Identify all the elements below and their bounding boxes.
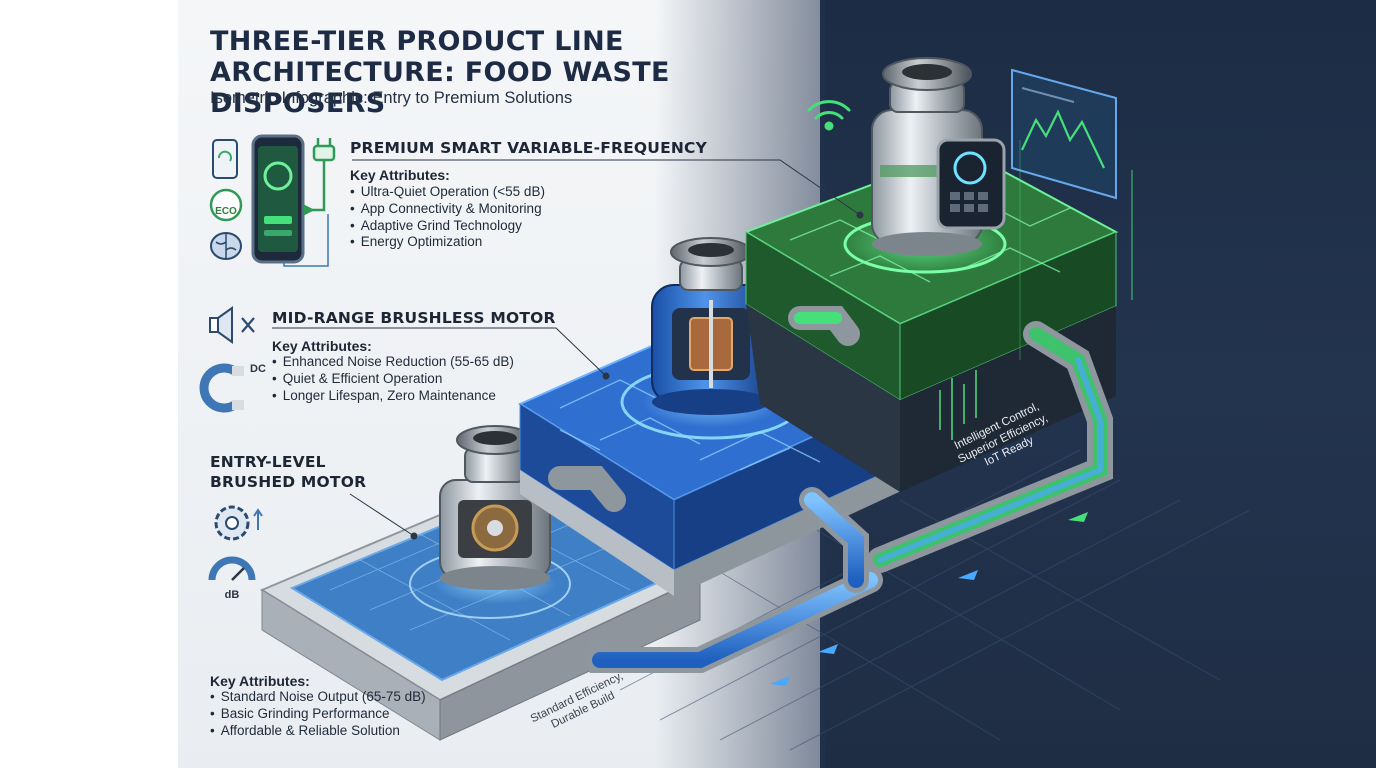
page-subtitle: Isometric Infographic: Entry to Premium …	[210, 89, 573, 107]
speaker-mute-icon	[209, 306, 255, 344]
eco-label: ECO	[215, 206, 237, 217]
premium-attribute: Energy Optimization	[350, 234, 545, 251]
premium-disposer-unit	[871, 57, 1006, 256]
mid-disposer-unit	[651, 237, 771, 415]
gauge-icon: dB	[208, 556, 256, 601]
dc-label: DC	[250, 363, 266, 375]
mid-attributes-list: Enhanced Noise Reduction (55-65 dB) Quie…	[272, 354, 514, 404]
power-plug-icon	[283, 138, 336, 267]
smartphone-recycle-icon	[212, 139, 238, 179]
premium-attribute: Ultra-Quiet Operation (<55 dB)	[350, 184, 545, 201]
mid-attribute: Enhanced Noise Reduction (55-65 dB)	[272, 354, 514, 371]
flow-arrows	[770, 512, 1088, 686]
gauge-label: dB	[225, 589, 240, 601]
wifi-signal-icon	[807, 100, 851, 131]
premium-attributes-heading: Key Attributes:	[350, 167, 450, 183]
premium-attributes-list: Ultra-Quiet Operation (<55 dB) App Conne…	[350, 184, 545, 251]
leader-lines	[272, 159, 864, 540]
gear-icon	[214, 505, 263, 541]
analytics-monitor	[1011, 68, 1117, 200]
mid-attribute: Quiet & Efficient Operation	[272, 371, 514, 388]
smart-control-panel	[936, 138, 1006, 230]
entry-tier-title-line2: BRUSHED MOTOR	[210, 473, 367, 491]
premium-tier-title: PREMIUM SMART VARIABLE-FREQUENCY	[350, 139, 708, 157]
brain-icon	[210, 232, 242, 260]
entry-attributes-list: Standard Noise Output (65-75 dB) Basic G…	[210, 689, 426, 739]
mid-tier-title: MID-RANGE BRUSHLESS MOTOR	[272, 309, 556, 327]
premium-attribute: Adaptive Grind Technology	[350, 218, 545, 235]
entry-attributes-heading: Key Attributes:	[210, 673, 310, 689]
entry-tier-title-line1: ENTRY-LEVEL	[210, 453, 326, 471]
entry-attribute: Basic Grinding Performance	[210, 706, 426, 723]
entry-attribute: Affordable & Reliable Solution	[210, 723, 426, 740]
dc-magnet-icon: DC	[199, 363, 266, 413]
page-title: THREE-TIER PRODUCT LINE ARCHITECTURE: FO…	[210, 26, 670, 119]
connecting-pipes	[548, 306, 1113, 673]
premium-attribute: App Connectivity & Monitoring	[350, 201, 545, 218]
entry-disposer-unit	[433, 425, 557, 604]
mid-attributes-heading: Key Attributes:	[272, 338, 372, 354]
eco-badge-icon: ECO	[209, 188, 243, 222]
smartphone-app-icon	[251, 134, 305, 264]
entry-attribute: Standard Noise Output (65-75 dB)	[210, 689, 426, 706]
mid-attribute: Longer Lifespan, Zero Maintenance	[272, 388, 514, 405]
